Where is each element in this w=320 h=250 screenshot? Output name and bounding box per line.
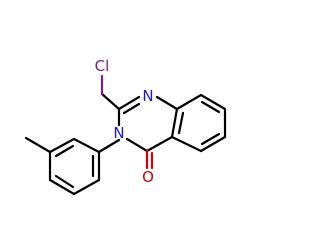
atom-chlorine: Cl (95, 57, 110, 75)
bond-c8a-c4a-inner (177, 111, 185, 135)
bond-c2-n1-double (122, 102, 141, 115)
atom-nitrogen-1: N (142, 87, 153, 105)
bond-ch2-c2 (100, 92, 121, 111)
atom-oxygen: O (142, 168, 154, 186)
bond-ar2-ar3 (48, 137, 76, 154)
bond-n1-c8a (155, 95, 179, 111)
atom-nitrogen-3: N (113, 124, 124, 142)
molecule-structure: Cl N N O (24, 57, 227, 196)
bond-n3-c4 (125, 137, 149, 153)
bond-c6-c5 (199, 135, 227, 153)
bond-c8a-c8 (175, 93, 203, 111)
bond-c6-c5-inner (200, 132, 221, 146)
bond-ar1-ar2 (72, 137, 101, 154)
bond-c8-c7-inner (200, 100, 221, 114)
bond-c8a-c4a (170, 107, 179, 139)
bond-c4-c4a (145, 135, 174, 153)
bond-n3-aryl (97, 138, 121, 154)
bond-ar5-ar6 (72, 178, 101, 196)
bond-c8-c7 (199, 93, 227, 111)
bond-ar3-methyl (24, 136, 52, 154)
bond-ar4-ar5 (48, 178, 76, 196)
bond-c2-n1 (117, 95, 141, 111)
bond-ar2-ar3-inner (54, 144, 75, 158)
bond-c5-c4a (170, 135, 203, 153)
bond-ar4-ar5-inner (54, 174, 75, 189)
